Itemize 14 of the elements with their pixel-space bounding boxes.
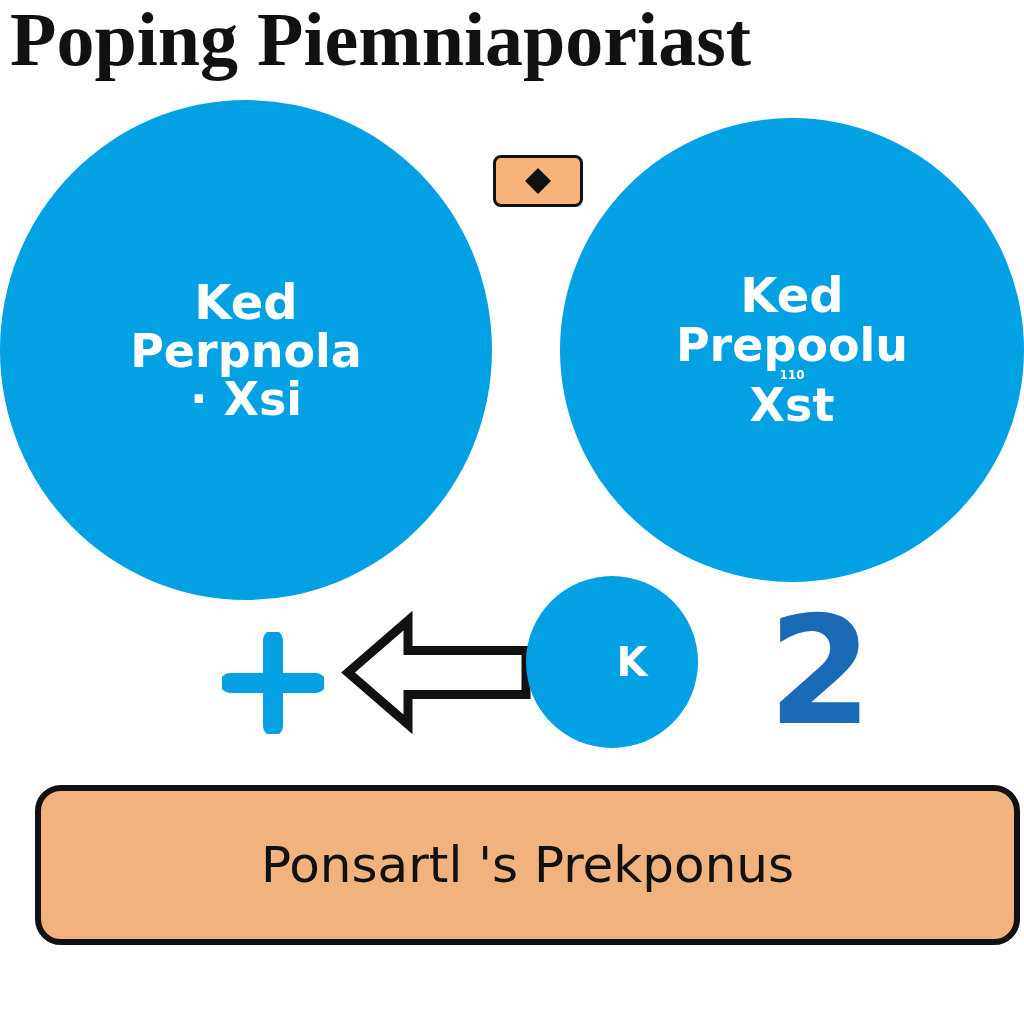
node-text: K [616,641,648,683]
block-arrow [341,610,531,735]
title: Poping Piemniaporiast [10,0,752,83]
process-box [35,785,1020,945]
number-label: 2 [768,596,873,746]
node-text: Xst [749,381,835,430]
box-label: Ponsartl 's Prekponus [260,838,795,892]
node-text: Perpnola [130,326,362,376]
plus-icon [222,632,324,734]
small-box [493,155,583,207]
node-text: Prepoolu [675,320,909,369]
node-text: Ked [740,270,844,321]
node-text: 110 [779,368,805,382]
node-text: Ked [194,276,298,327]
